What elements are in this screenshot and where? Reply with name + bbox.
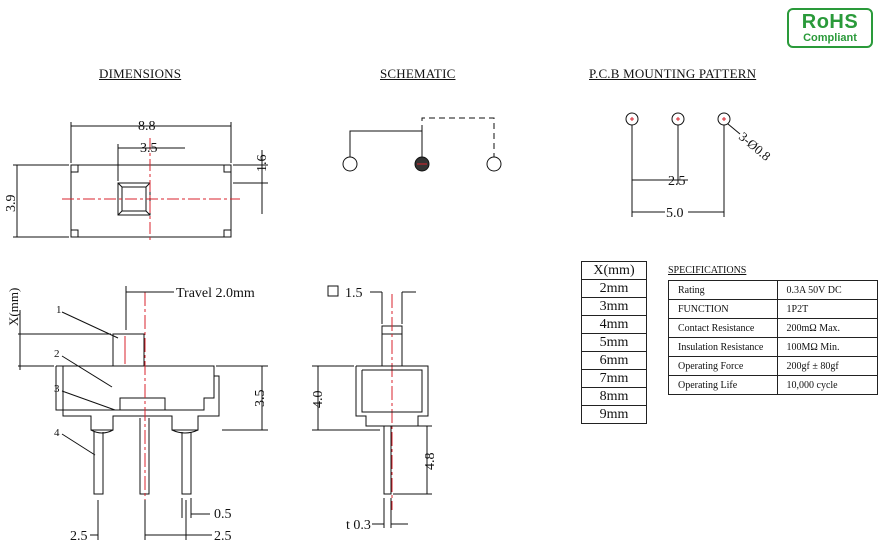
- spec-key: Operating Life: [668, 375, 778, 395]
- callout-3: 3: [54, 383, 60, 395]
- spec-key: FUNCTION: [668, 299, 778, 319]
- pcb-pitch-label: 2.5: [668, 174, 686, 189]
- pcb-mounting-title: P.C.B MOUNTING PATTERN: [589, 66, 757, 81]
- callout-4: 4: [54, 427, 60, 439]
- spec-value: 100MΩ Min.: [776, 337, 878, 357]
- dim-height-label: 3.9: [4, 195, 19, 213]
- x-table-row: 5mm: [581, 333, 647, 352]
- x-table-row: 2mm: [581, 279, 647, 298]
- dim-inner-label: 3.5: [140, 141, 158, 156]
- thickness-label: t 0.3: [346, 518, 371, 533]
- travel-label: Travel 2.0mm: [176, 286, 255, 301]
- side-view: 1.5 4.0 4.8 t 0.3: [311, 285, 438, 533]
- spec-key: Insulation Resistance: [668, 337, 778, 357]
- knob-width-label: 1.5: [345, 286, 363, 301]
- top-view: 8.8 3.5 3.9 1.6: [4, 119, 270, 243]
- pin-length-label: 4.8: [423, 453, 438, 471]
- pitch-right-label: 2.5: [214, 529, 232, 544]
- callout-1: 1: [56, 304, 62, 316]
- x-length-table: X(mm) 2mm 3mm 4mm 5mm 6mm 7mm 8mm 9mm: [581, 261, 647, 424]
- schematic: [342, 117, 502, 172]
- rohs-logo-subtext: Compliant: [803, 32, 857, 44]
- front-view: Travel 2.0mm X(mm) 3.5 1 2 3 4 0.5 2.5 2…: [6, 286, 268, 544]
- callout-2: 2: [54, 348, 60, 360]
- rohs-logo-text: RoHS: [801, 11, 859, 33]
- pcb-span-label: 5.0: [666, 206, 684, 221]
- pitch-left-label: 2.5: [70, 529, 88, 544]
- spec-key: Contact Resistance: [668, 318, 778, 338]
- spec-value: 10,000 cycle: [776, 375, 878, 395]
- dimensions-title: DIMENSIONS: [99, 66, 182, 81]
- pcb-holes-label: 3-Ø0.8: [736, 129, 774, 164]
- x-table-row: 9mm: [581, 405, 647, 424]
- schematic-title: SCHEMATIC: [380, 66, 456, 81]
- front-height-label: 3.5: [253, 390, 268, 408]
- x-table-row: 3mm: [581, 297, 647, 316]
- x-table-row: 7mm: [581, 369, 647, 388]
- x-table-row: 8mm: [581, 387, 647, 406]
- spec-value: 0.3A 50V DC: [776, 280, 878, 300]
- spec-key: Rating: [668, 280, 778, 300]
- x-table-row: 6mm: [581, 351, 647, 370]
- x-dim-label: X(mm): [6, 288, 21, 326]
- spec-value: 200gf ± 80gf: [776, 356, 878, 376]
- spec-key: Operating Force: [668, 356, 778, 376]
- spec-value: 200mΩ Max.: [776, 318, 878, 338]
- x-table-header: X(mm): [581, 261, 647, 280]
- side-height-label: 4.0: [311, 391, 326, 409]
- spec-value: 1P2T: [776, 299, 878, 319]
- dim-width-label: 8.8: [138, 119, 156, 134]
- dim-tab-label: 1.6: [255, 155, 270, 173]
- x-table-row: 4mm: [581, 315, 647, 334]
- specifications-title: SPECIFICATIONS: [668, 265, 747, 276]
- rohs-compliant-logo: RoHS Compliant: [787, 8, 873, 48]
- pin-width-label: 0.5: [214, 507, 232, 522]
- pcb-pattern: 2.5 5.0 3-Ø0.8: [625, 112, 774, 221]
